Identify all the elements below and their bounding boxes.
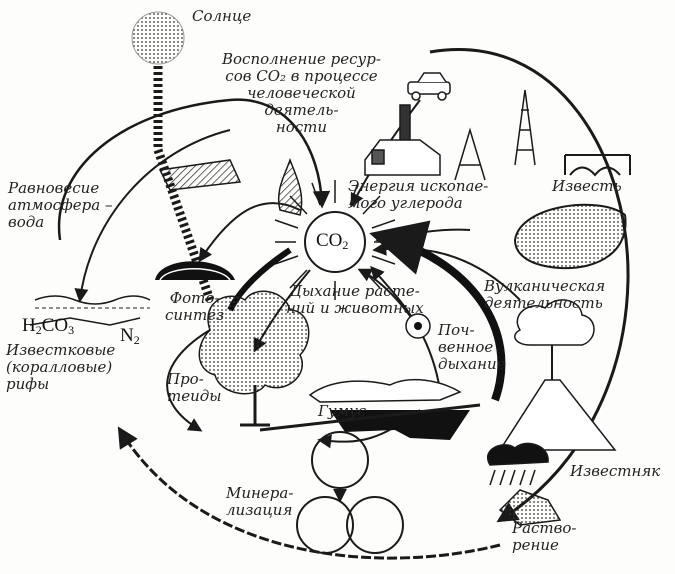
- bridge-icon: [565, 155, 630, 175]
- h2co3-co: CO: [42, 315, 68, 336]
- h2co3-h: H: [22, 315, 36, 336]
- label-replenish: Восполнение ресур- сов CO₂ в процессе че…: [222, 51, 381, 136]
- label-fossil-energy: Энергия ископае- мого углерода: [348, 178, 488, 212]
- label-photosynthesis: Фото- синтез: [165, 290, 224, 324]
- volcano-icon: [500, 300, 615, 450]
- fire-icon: [279, 160, 302, 215]
- animals-icon: [310, 380, 460, 402]
- label-mineralization: Минера- лизация: [226, 485, 293, 519]
- oil-derrick-icon: [455, 90, 535, 180]
- mineralization-circles: [297, 432, 403, 553]
- lime-deposit-icon: [515, 205, 626, 268]
- label-sun: Солнце: [192, 8, 251, 25]
- ocean-waves: [35, 296, 150, 304]
- label-co2: CO2: [316, 230, 348, 253]
- photosynthesis-icon: [155, 261, 235, 280]
- label-balance: Равновесие атмосфера – вода: [8, 180, 112, 231]
- label-lime: Известь: [552, 178, 622, 195]
- label-n2: N2: [120, 325, 140, 348]
- label-h2co3: H2CO3: [22, 315, 74, 338]
- rain-cloud-icon: [488, 443, 548, 485]
- label-humus: Гумус: [318, 403, 366, 420]
- label-soil-respiration: Поч- венное дыхание: [438, 322, 506, 373]
- volcanic-arrow: [380, 236, 501, 400]
- label-dissolution: Раство- рение: [512, 520, 577, 554]
- h2co3-sub2: 3: [68, 323, 74, 337]
- label-respiration: Дыхание расте- ний и животных: [286, 283, 424, 317]
- label-proteins: Про- теиды: [167, 371, 222, 405]
- sun-icon: [132, 12, 184, 64]
- co2-text: CO: [316, 230, 342, 251]
- n2-subscript: 2: [134, 333, 140, 347]
- plane-icon: [160, 160, 240, 190]
- label-limestone: Известняк: [570, 463, 660, 480]
- co2-subscript: 2: [342, 238, 348, 252]
- label-reefs: Известковые (коралловые) рифы: [6, 342, 115, 393]
- car-icon: [408, 73, 450, 100]
- label-volcanic: Вулканическая деятельность: [484, 278, 605, 312]
- n2-text: N: [120, 325, 134, 346]
- outer-cycle-bottom: [120, 430, 500, 558]
